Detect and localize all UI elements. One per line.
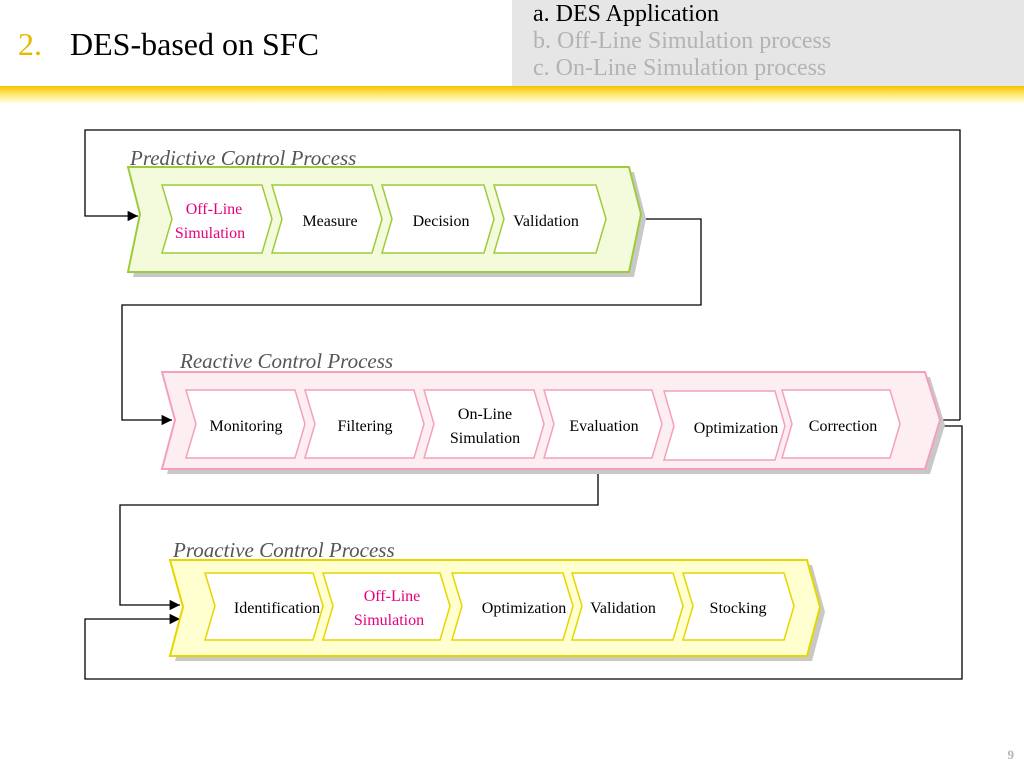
step-label-line2: Simulation (354, 612, 424, 629)
step-label-line1: Off-Line (364, 588, 421, 605)
reactive-step-1: Monitoring (184, 389, 306, 459)
connector-reactive-to-proactive (119, 452, 599, 611)
predictive-step-4: Validation (492, 184, 607, 254)
proactive-step-1: Identification (203, 572, 324, 641)
step-label: Correction (809, 418, 877, 435)
connector-lines (84, 129, 963, 680)
step-label: Filtering (337, 418, 392, 435)
reactive-step-5: Optimization (662, 390, 786, 461)
proactive-step-4: Validation (570, 572, 684, 641)
proactive-step-2: Off-Line Simulation (321, 572, 451, 641)
step-label-line2: Simulation (175, 225, 245, 242)
predictive-step-1: Off-Line Simulation (160, 184, 273, 254)
step-label: Validation (590, 600, 656, 617)
agenda-item-c: c. On-Line Simulation process (533, 55, 827, 81)
proactive-step-3: Optimization (450, 572, 574, 641)
step-label: Validation (513, 213, 579, 230)
step-label: Decision (413, 213, 470, 230)
reactive-step-2: Filtering (303, 389, 425, 459)
step-label: Evaluation (569, 418, 638, 435)
agenda-panel: a. DES Application b. Off-Line Simulatio… (512, 0, 1024, 86)
step-label: Identification (234, 600, 320, 617)
header-gradient-band (0, 86, 1024, 104)
slide-number-prefix: 2. (18, 26, 42, 62)
reactive-step-6: Correction (780, 389, 901, 459)
proactive-process-title: Proactive Control Process (172, 538, 395, 562)
proactive-step-5: Stocking (681, 572, 795, 641)
reactive-step-3: On-Line Simulation (422, 389, 545, 459)
step-label-line2: Simulation (450, 430, 520, 447)
predictive-step-3: Decision (380, 184, 495, 254)
step-label: Stocking (710, 600, 767, 617)
step-label: Measure (302, 213, 357, 230)
step-label: Optimization (482, 600, 566, 617)
step-label-line1: Off-Line (186, 201, 243, 218)
agenda-item-a: a. DES Application (533, 1, 719, 27)
connector-predictive-to-reactive (121, 218, 702, 426)
step-label: Optimization (694, 420, 778, 437)
reactive-step-4: Evaluation (542, 389, 663, 459)
slide-title: DES-based on SFC (70, 26, 319, 62)
step-label: Monitoring (210, 418, 283, 435)
reactive-process-title: Reactive Control Process (179, 349, 393, 373)
agenda-item-b: b. Off-Line Simulation process (533, 28, 832, 54)
step-label-line1: On-Line (458, 406, 512, 423)
predictive-step-2: Measure (270, 184, 383, 254)
connector-proactive-loop (84, 425, 963, 680)
connector-predictive-loop (84, 129, 961, 420)
page-number: 9 (1007, 747, 1015, 762)
